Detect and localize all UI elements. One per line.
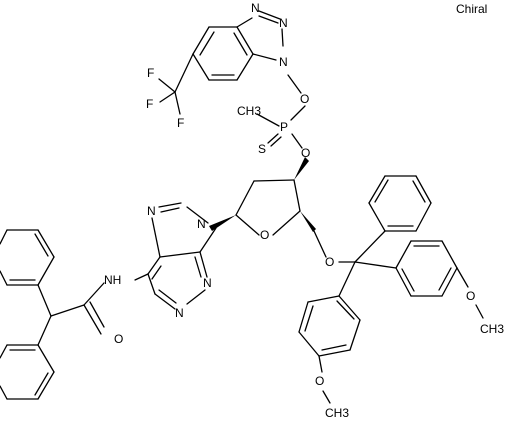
atom-nh-amide: NH	[104, 273, 121, 287]
atom-o-methoxy-2: O	[315, 374, 324, 388]
atom-o-methoxy-1: O	[466, 289, 475, 303]
atom-o-3prime: O	[301, 146, 310, 160]
chiral-flag: Chiral	[456, 2, 487, 16]
atom-s: S	[258, 142, 266, 156]
atom-n3: N	[203, 276, 212, 290]
atom-o-trityl: O	[325, 255, 334, 269]
atom-ch3-methoxy-2: CH3	[325, 406, 349, 420]
atom-n7: N	[147, 204, 156, 218]
atom-n-benzotriazole-3: N	[279, 16, 288, 30]
atom-n-benzotriazole-1: N	[279, 55, 288, 69]
atom-labels: N N N F F F O P CH3 S O N N N N O O NH O…	[104, 1, 504, 420]
bonds	[0, 10, 484, 404]
atom-f-3: F	[177, 116, 184, 130]
atom-p: P	[280, 120, 288, 134]
atom-n-benzotriazole-2: N	[251, 1, 260, 15]
atom-f-2: F	[146, 97, 153, 111]
atom-n1: N	[175, 306, 184, 320]
atom-ch3-methoxy-1: CH3	[480, 322, 504, 336]
wedge-bond-c3-o	[294, 157, 309, 180]
atom-n9: N	[197, 217, 206, 231]
atom-ch3-methyl: CH3	[237, 104, 261, 118]
atom-o-amide: O	[114, 332, 123, 346]
atom-f-1: F	[147, 66, 154, 80]
wedge-bond-c4-ch2	[300, 211, 316, 232]
atom-o-ring: O	[260, 228, 269, 242]
atom-o-phosphonate: O	[300, 92, 309, 106]
wedge-bond-c1-n9	[209, 215, 236, 231]
